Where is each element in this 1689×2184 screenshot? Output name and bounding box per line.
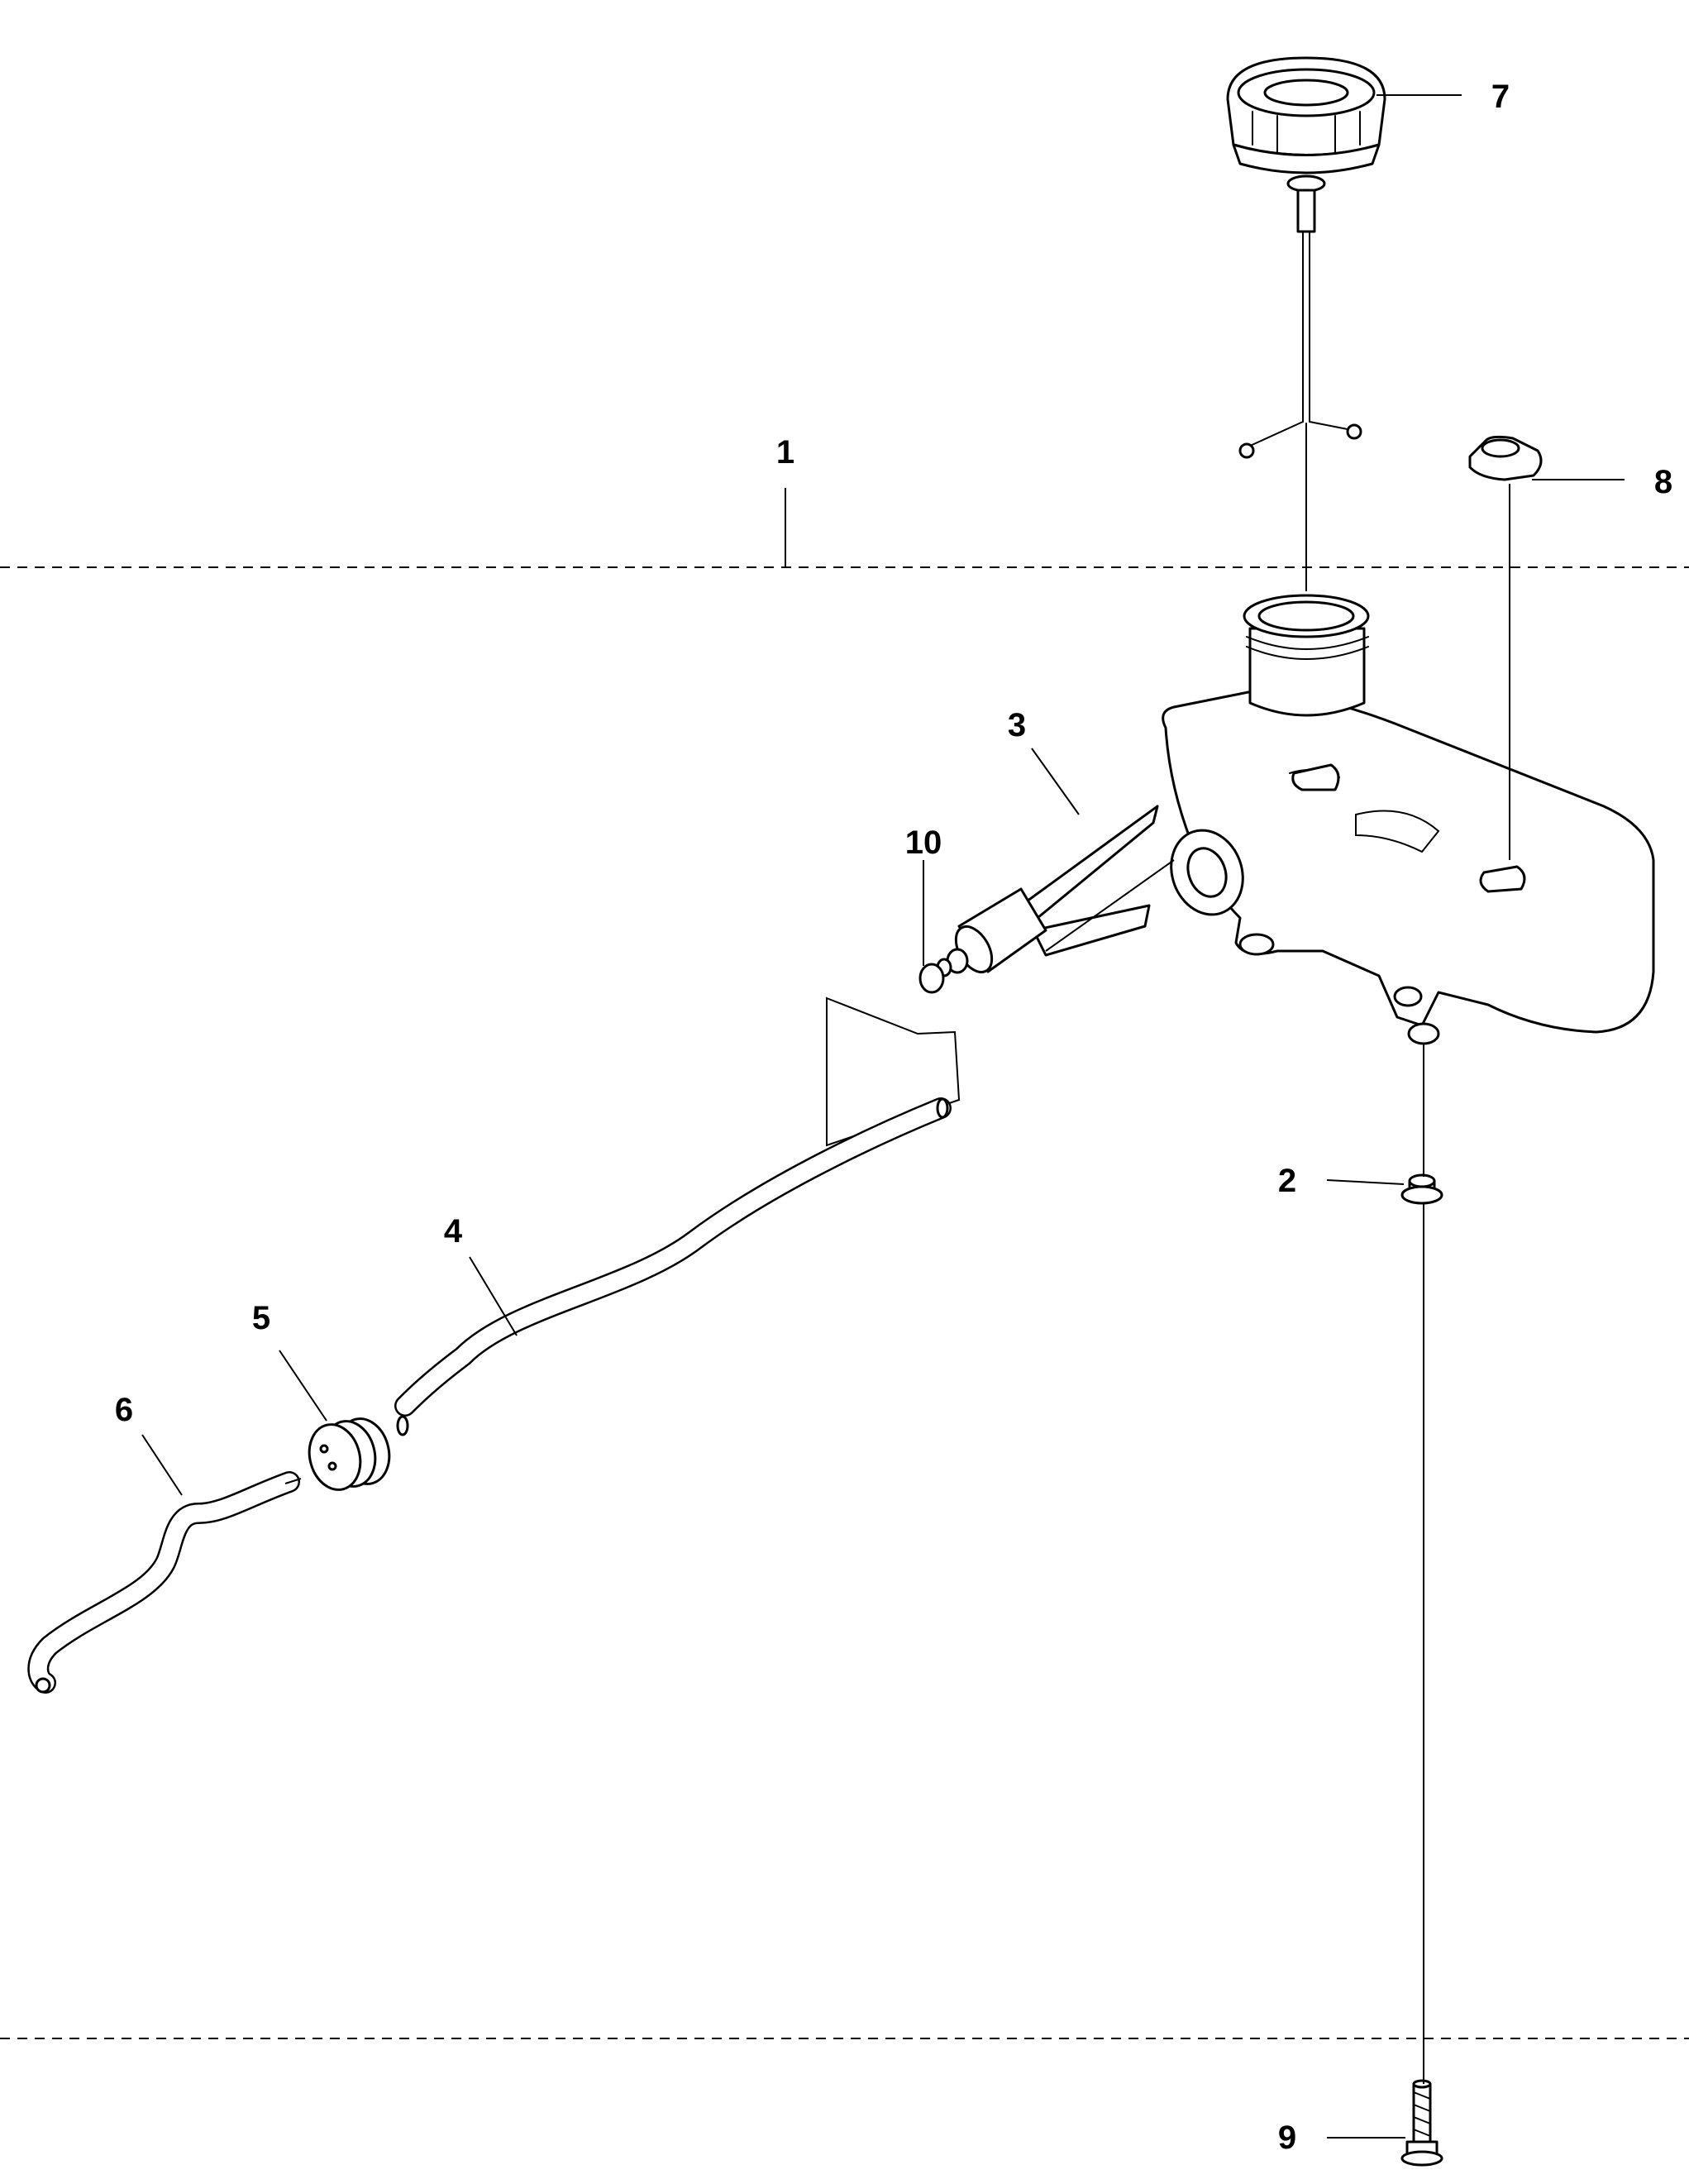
callout-9: 9	[1278, 2119, 1296, 2156]
part-4-fuel-hose[interactable]	[394, 1097, 952, 1436]
callout-3: 3	[1008, 707, 1026, 743]
part-8-rubber-plug[interactable]	[1468, 435, 1543, 481]
callout-2: 2	[1278, 1163, 1296, 1199]
part-9-screw[interactable]	[1400, 2079, 1443, 2167]
callout-6: 6	[115, 1392, 133, 1428]
assembly-connection-box	[826, 996, 961, 1147]
callout-4: 4	[444, 1213, 463, 1250]
callout-1: 1	[776, 434, 794, 471]
callout-8: 8	[1654, 464, 1672, 500]
assembly-lines	[284, 434, 1510, 2084]
part-3-fuel-filter-bracket[interactable]	[948, 805, 1159, 978]
part-10-o-ring[interactable]	[918, 963, 945, 994]
part-5-grommet[interactable]	[303, 1413, 397, 1496]
callout-7: 7	[1491, 79, 1510, 115]
callout-10: 10	[905, 824, 942, 861]
callout-leaders	[141, 94, 1625, 2139]
part-7-fuel-cap[interactable]	[1226, 56, 1386, 459]
part-2-spacer-nut[interactable]	[1400, 1173, 1443, 1205]
part-6-breather-hose[interactable]	[27, 1471, 300, 1694]
callout-5: 5	[252, 1300, 270, 1336]
fuel-tank-body	[1162, 594, 1655, 1045]
